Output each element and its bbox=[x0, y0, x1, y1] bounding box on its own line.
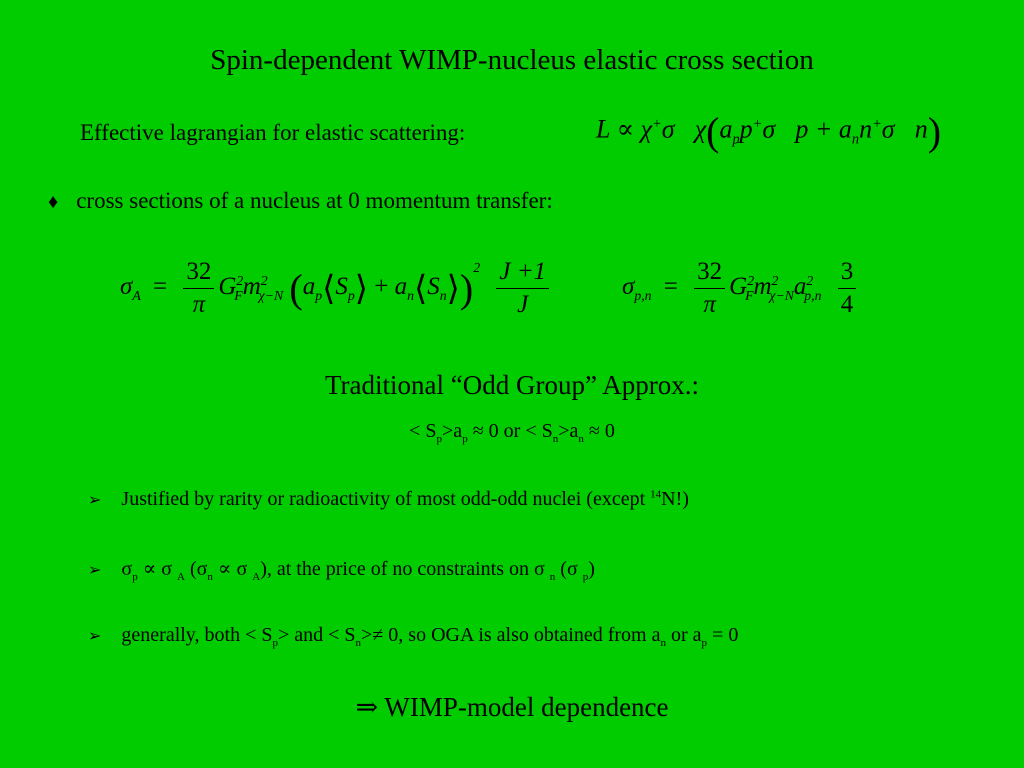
bullet-text: cross sections of a nucleus at 0 momentu… bbox=[76, 188, 553, 213]
bullet-cross-sections: ♦ cross sections of a nucleus at 0 moment… bbox=[48, 188, 553, 214]
list-item: ➢σp ∝ σ A (σn ∝ σ A), at the price of no… bbox=[88, 558, 595, 583]
conclusion: ⇒ WIMP-model dependence bbox=[355, 692, 669, 722]
oga-condition: < Sp>ap ≈ 0 or < Sn>an ≈ 0 bbox=[409, 420, 615, 445]
arrow-bullet-icon: ➢ bbox=[88, 490, 102, 509]
oga-title: Traditional “Odd Group” Approx.: bbox=[325, 370, 699, 400]
lagrangian-label: Effective lagrangian for elastic scatter… bbox=[80, 120, 466, 145]
slide-title: Spin-dependent WIMP-nucleus elastic cros… bbox=[210, 44, 814, 76]
lagrangian-formula: L ∝ χ+σ⃗χ(app+σ⃗p + ann+σ⃗n) bbox=[596, 109, 942, 154]
arrow-bullet-icon: ➢ bbox=[88, 626, 102, 645]
list-item: ➢generally, both < Sp> and < Sn>≠ 0, so … bbox=[88, 624, 739, 649]
diamond-bullet-icon: ♦ bbox=[48, 191, 59, 213]
list-item: ➢Justified by rarity or radioactivity of… bbox=[88, 488, 689, 510]
arrow-bullet-icon: ➢ bbox=[88, 560, 102, 579]
